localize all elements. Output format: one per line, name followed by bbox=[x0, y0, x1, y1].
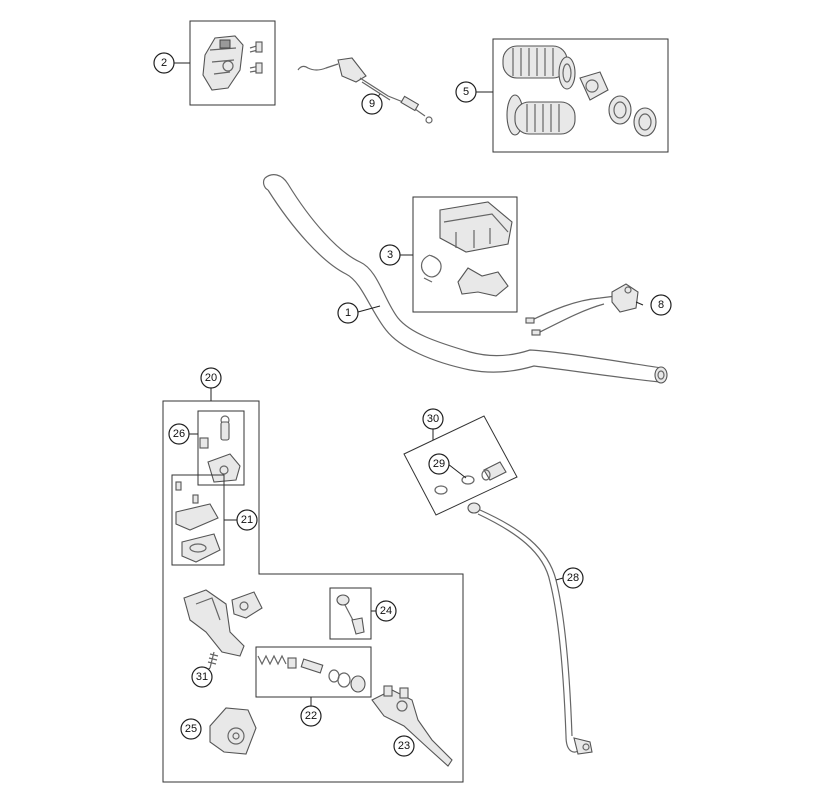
callout-2: 2 bbox=[153, 52, 175, 74]
callout-3: 3 bbox=[379, 244, 401, 266]
upper-grip bbox=[502, 45, 576, 90]
svg-text:2: 2 bbox=[161, 57, 167, 69]
master-cylinder-body bbox=[183, 589, 263, 657]
part-24-adjuster bbox=[329, 587, 372, 640]
callout-23: 23 bbox=[393, 735, 415, 757]
svg-text:29: 29 bbox=[433, 458, 445, 470]
part-9-throttle-cable bbox=[297, 57, 433, 124]
part-31-bleed-screw bbox=[207, 651, 219, 669]
callout-25: 25 bbox=[180, 718, 202, 740]
callout-21: 21 bbox=[236, 509, 258, 531]
svg-text:28: 28 bbox=[567, 572, 579, 584]
svg-text:8: 8 bbox=[658, 299, 664, 311]
part-25-lever-clamp bbox=[209, 707, 257, 755]
callout-8: 8 bbox=[650, 294, 672, 316]
part-3-handlebar-pad bbox=[412, 196, 518, 313]
svg-text:9: 9 bbox=[369, 98, 375, 110]
callout-22: 22 bbox=[300, 705, 322, 727]
callout-28: 28 bbox=[562, 567, 584, 589]
callout-9: 9 bbox=[361, 93, 383, 115]
part-28-clutch-line bbox=[467, 502, 593, 755]
svg-text:22: 22 bbox=[305, 710, 317, 722]
callout-5: 5 bbox=[455, 81, 477, 103]
svg-text:31: 31 bbox=[196, 671, 208, 683]
svg-text:25: 25 bbox=[185, 723, 197, 735]
callout-20: 20 bbox=[200, 367, 222, 389]
svg-text:26: 26 bbox=[173, 428, 185, 440]
callout-1: 1 bbox=[337, 302, 359, 324]
part-26-bleeder-set bbox=[197, 410, 245, 486]
part-2-switch-housing bbox=[189, 20, 276, 106]
svg-text:1: 1 bbox=[345, 307, 351, 319]
svg-text:24: 24 bbox=[380, 605, 392, 617]
part-8-kill-switch bbox=[525, 283, 639, 336]
part-30-hose-fittings bbox=[403, 415, 518, 516]
svg-text:20: 20 bbox=[205, 372, 217, 384]
lower-grip bbox=[506, 94, 576, 136]
callout-24: 24 bbox=[375, 600, 397, 622]
svg-text:30: 30 bbox=[427, 413, 439, 425]
callout-29: 29 bbox=[428, 453, 450, 475]
grip-rings bbox=[579, 71, 657, 137]
part-1-handlebar bbox=[262, 174, 668, 384]
svg-text:23: 23 bbox=[398, 740, 410, 752]
part-20-clutch-assembly bbox=[162, 388, 464, 783]
callout-30: 30 bbox=[422, 408, 444, 430]
callout-26: 26 bbox=[168, 423, 190, 445]
part-21-reservoir-cover bbox=[171, 474, 225, 566]
svg-text:3: 3 bbox=[387, 249, 393, 261]
svg-text:21: 21 bbox=[241, 514, 253, 526]
svg-text:5: 5 bbox=[463, 86, 469, 98]
callout-31: 31 bbox=[191, 666, 213, 688]
part-22-piston-kit bbox=[255, 646, 372, 698]
part-5-grips bbox=[492, 38, 669, 153]
part-23-clutch-lever bbox=[371, 685, 453, 767]
